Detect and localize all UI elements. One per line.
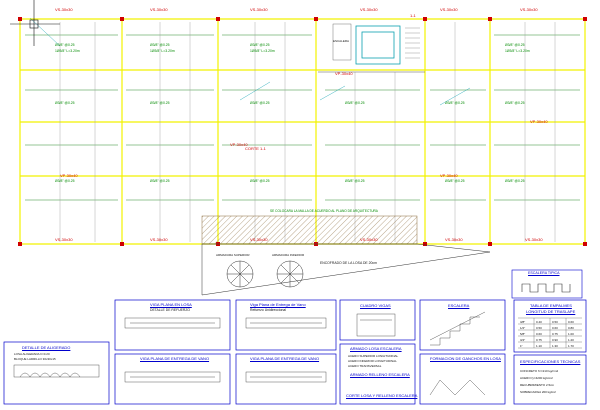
rebar-label[interactable]: Ø3/8" @0.25 [505, 101, 525, 105]
beam-label-mid-3[interactable]: VP-30x40 [440, 173, 458, 178]
rebar-label[interactable]: Ø3/8" @0.25 [150, 43, 170, 47]
beam-label-mid-2[interactable]: VP-30x40 [230, 142, 248, 147]
escalera-tipica-detail [511, 269, 583, 299]
joist-lines [25, 34, 580, 201]
detail-sketches [13, 311, 486, 396]
beam-label-top-5[interactable]: VS-30x30 [440, 7, 458, 12]
rebar-label[interactable]: Ø3/8" @0.25 [150, 179, 170, 183]
spec-line: CONCRETO f'c=210 kg/cm2 [520, 369, 559, 373]
rebar-label[interactable]: 1Ø3/8" L=3.20m [55, 49, 80, 53]
detail-box-7-title[interactable]: ARMADO LOSA ESCALERA [350, 346, 402, 351]
beam-grid [19, 18, 586, 245]
cantilever-slab [201, 243, 491, 296]
detail-box-4-title[interactable]: ESCALERA [448, 303, 470, 308]
specs-title[interactable]: ESPECIFICACIONES TECNICAS [520, 359, 581, 364]
detail-box-7-title3[interactable]: CORTE LOSA Y RELLENO ESCALERA [346, 393, 418, 398]
beam-label-top-1[interactable]: VS-30x30 [55, 7, 73, 12]
left-detail-title[interactable]: DETALLE DE ALIGERADO [22, 345, 71, 350]
beam-label-bottom-3[interactable]: VS-30x30 [250, 237, 268, 242]
beam-label-mid-1[interactable]: VP-30x40 [335, 71, 353, 76]
spec-line: SOBRECARGA 200 kg/m2 [520, 390, 556, 394]
spec-line: RECUBRIMIENTO 2.5cm [520, 383, 555, 387]
beam-label-bottom-2[interactable]: VS-30x30 [150, 237, 168, 242]
slab-circles [226, 260, 304, 288]
beam-label-top-6[interactable]: VS-30x30 [520, 7, 538, 12]
stair-label[interactable]: ESCALERA [333, 39, 350, 43]
hatched-zone [201, 215, 418, 245]
rebar-label[interactable]: Ø3/8" @0.25 [55, 179, 75, 183]
detail-box-1-subtitle: DETALLE DE REFUERZO [150, 308, 191, 312]
beam-label-top-2[interactable]: VS-30x30 [150, 7, 168, 12]
hatch-note[interactable]: SE COLOCARA LA MALLA DE ACUERDO AL PLANO… [270, 209, 378, 213]
splice-table-subtitle[interactable]: LONGITUD DE TRASLAPE [526, 309, 576, 314]
rebar-label[interactable]: Ø3/8" @0.25 [150, 101, 170, 105]
rebar-label[interactable]: Ø3/8" @0.25 [250, 101, 270, 105]
cut-axis-label[interactable]: 1-1 [410, 13, 416, 18]
detail-frames [3, 299, 587, 405]
beam-label-bottom-1[interactable]: VS-30x30 [55, 237, 73, 242]
splice-table [518, 317, 582, 349]
rebar-label[interactable]: Ø3/8" @0.25 [345, 179, 365, 183]
specs-list: CONCRETO f'c=210 kg/cm2 ACERO fy=4200 kg… [520, 368, 558, 396]
beam-label-bottom-6[interactable]: VS-30x30 [525, 237, 543, 242]
detail-box-7-title2[interactable]: ARMADO RELLENO ESCALERA [350, 372, 410, 377]
circle-label-right[interactable]: ARMADURA INFERIOR [272, 253, 305, 257]
escalera-tipica-title[interactable]: ESCALERA TIPICA [528, 271, 560, 275]
rib-lines [59, 22, 556, 242]
rebar-label[interactable]: 1Ø3/8" L=3.20m [150, 49, 175, 53]
rebar-label[interactable]: Ø3/8" @0.25 [250, 179, 270, 183]
beam-label-mid-5[interactable]: VP-30x40 [530, 119, 548, 124]
detail-box-6-title[interactable]: VIGA PLANA DE ENTREGA DE VANO [250, 356, 320, 361]
beam-label-mid-4[interactable]: VP-30x40 [60, 173, 78, 178]
stair-well [318, 23, 425, 73]
detail-box-1-title[interactable]: VIGA PLANA EN LOSA [150, 302, 192, 307]
spec-line: ACERO fy=4200 kg/cm2 [520, 376, 553, 380]
rebar-label[interactable]: Ø3/8" @0.25 [250, 43, 270, 47]
rebar-label[interactable]: Ø3/8" @0.25 [505, 43, 525, 47]
splice-table-title[interactable]: TABLA DE EMPALMES [530, 303, 572, 308]
cad-crosshair-cursor[interactable] [10, 0, 60, 46]
rebar-label[interactable]: Ø3/8" @0.25 [345, 101, 365, 105]
rebar-label[interactable]: 1Ø3/8" L=3.20m [250, 49, 275, 53]
detail-box-2-subtitle: Refuerzo Unidireccional [250, 308, 286, 312]
beam-label-top-4[interactable]: VS-30x30 [360, 7, 378, 12]
detail-box-3-title[interactable]: CUADRO VIGAS [360, 303, 391, 308]
detail-box-5-title[interactable]: VIGA PLANA DE ENTREGA DE VANO [140, 356, 210, 361]
detail-box-2-title[interactable]: Viga Plana de Entrega de Vano [250, 302, 306, 307]
detail-box-8-title[interactable]: FORMACION DE GANCHOS EN LOSA [430, 356, 501, 361]
rebar-label[interactable]: Ø3/8" @0.25 [445, 101, 465, 105]
beam-label-bottom-4[interactable]: VS-30x30 [360, 237, 378, 242]
circle-label-left[interactable]: ARMADURA SUPERIOR [216, 253, 250, 257]
rebar-label[interactable]: 1Ø3/8" L=3.20m [505, 49, 530, 53]
slab-caption[interactable]: ENCOFRADO DE LA LOSA DE 20cm [320, 261, 377, 265]
rebar-label[interactable]: Ø3/8" @0.25 [55, 43, 75, 47]
section-ref-label[interactable]: CORTE 1-1 [245, 146, 266, 151]
rebar-label[interactable]: Ø3/8" @0.25 [55, 101, 75, 105]
rebar-label[interactable]: Ø3/8" @0.25 [445, 179, 465, 183]
beam-label-bottom-5[interactable]: VS-30x30 [445, 237, 463, 242]
rebar-label[interactable]: Ø3/8" @0.25 [505, 179, 525, 183]
left-detail-lines: LOSA ALIGERADA h=0.20 BLOQUE LADRILLO 30… [14, 352, 56, 361]
beam-label-top-3[interactable]: VS-30x30 [250, 7, 268, 12]
detail-box-7-lines: ACERO SUPERIOR LONGITUDINAL ACERO INFERI… [348, 354, 399, 368]
cut-lines [29, 17, 471, 106]
